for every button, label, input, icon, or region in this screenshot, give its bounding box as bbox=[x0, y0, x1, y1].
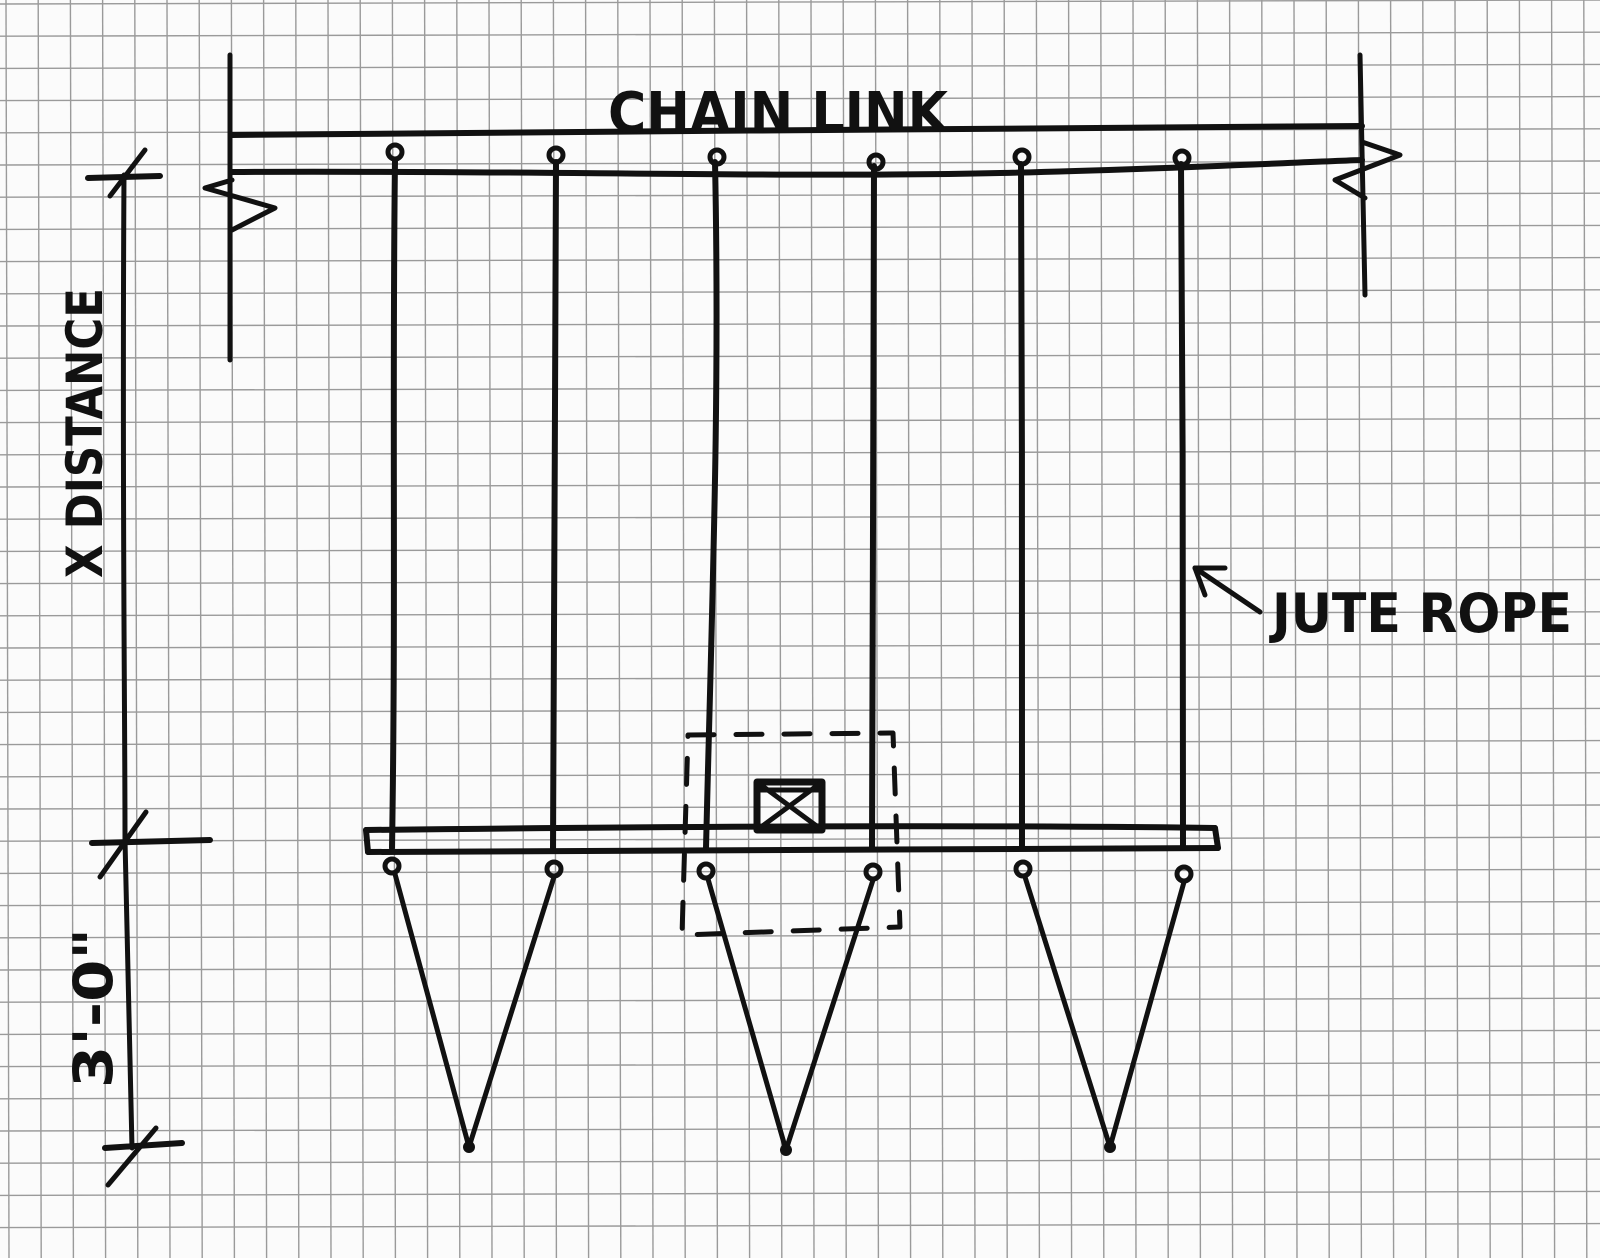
grid-line-horizontal bbox=[0, 321, 1600, 327]
grid-line-vertical bbox=[456, 0, 461, 1258]
grid-line-horizontal bbox=[0, 0, 1600, 5]
x-distance-label: X DISTANCE bbox=[56, 288, 114, 578]
grid-line-vertical bbox=[1067, 0, 1073, 1258]
grid-line-vertical bbox=[745, 0, 751, 1258]
grid-line-horizontal bbox=[0, 1158, 1600, 1164]
grid-line-horizontal bbox=[0, 1029, 1600, 1036]
grid-line-vertical bbox=[778, 0, 783, 1258]
grid-line-horizontal bbox=[0, 643, 1600, 649]
grid-line-vertical bbox=[37, 0, 42, 1258]
grid-line-vertical bbox=[1100, 0, 1105, 1258]
chain-link-bar bbox=[202, 52, 1403, 363]
grid-line-horizontal bbox=[0, 1190, 1600, 1197]
grid-line-horizontal bbox=[0, 900, 1600, 907]
grid-line-horizontal bbox=[0, 707, 1600, 714]
grid-line-horizontal bbox=[0, 772, 1600, 778]
grid-line-vertical bbox=[584, 0, 590, 1258]
grid-line-horizontal bbox=[0, 450, 1600, 456]
grid-line-horizontal bbox=[0, 804, 1600, 810]
grid-line-horizontal bbox=[0, 675, 1600, 681]
chain-link-label: CHAIN LINK bbox=[608, 81, 950, 146]
grid-line-vertical bbox=[1003, 0, 1008, 1258]
lower-bar bbox=[363, 823, 1221, 855]
grid-line-horizontal bbox=[0, 63, 1600, 70]
grid-line-vertical bbox=[1422, 0, 1427, 1258]
grid-line-vertical bbox=[906, 0, 912, 1258]
grid-line-horizontal bbox=[0, 514, 1600, 520]
grid-line-vertical bbox=[1196, 0, 1202, 1258]
grid-line-vertical bbox=[295, 0, 300, 1258]
grid-line-vertical bbox=[649, 0, 654, 1258]
rope-callout-arrow bbox=[1192, 565, 1263, 615]
grid-line-horizontal bbox=[0, 1222, 1600, 1229]
grid-line-horizontal bbox=[0, 417, 1600, 424]
hanging-ropes bbox=[385, 142, 1192, 851]
grid-line-vertical bbox=[617, 0, 622, 1258]
grid-line-horizontal bbox=[0, 256, 1600, 263]
grid-line-vertical bbox=[1357, 0, 1363, 1258]
grid-line-horizontal bbox=[0, 224, 1600, 231]
dashed-outline bbox=[679, 730, 903, 938]
grid-line-vertical bbox=[1164, 0, 1169, 1258]
grid-line-vertical bbox=[5, 0, 10, 1258]
grid-line-vertical bbox=[101, 0, 107, 1258]
stake-point bbox=[780, 1144, 792, 1156]
grid-line-vertical bbox=[1228, 0, 1234, 1258]
grid-line-vertical bbox=[842, 0, 847, 1258]
jute-rope-label: JUTE ROPE bbox=[1268, 582, 1572, 645]
grid-line-vertical bbox=[971, 0, 976, 1258]
v-ropes bbox=[382, 856, 1194, 1156]
grid-line-vertical bbox=[1583, 0, 1588, 1258]
grid-line-vertical bbox=[488, 0, 493, 1258]
grid-line-vertical bbox=[681, 0, 686, 1258]
grid-line-vertical bbox=[1389, 0, 1395, 1258]
grid-line-vertical bbox=[166, 0, 171, 1258]
grid-line-horizontal bbox=[0, 95, 1600, 102]
grid-line-horizontal bbox=[0, 385, 1600, 392]
grid-line-vertical bbox=[198, 0, 203, 1258]
grid-line-horizontal bbox=[0, 739, 1600, 746]
grid-line-horizontal bbox=[0, 868, 1600, 875]
grid-line-horizontal bbox=[0, 836, 1600, 842]
grid-line-vertical bbox=[810, 0, 815, 1258]
grid-line-vertical bbox=[423, 0, 429, 1258]
grid-line-horizontal bbox=[0, 482, 1600, 488]
grid-line-horizontal bbox=[0, 611, 1600, 617]
grid-line-horizontal bbox=[0, 192, 1600, 198]
grid-line-horizontal bbox=[0, 289, 1600, 295]
grid-line-horizontal bbox=[0, 353, 1600, 359]
grid-line-vertical bbox=[1486, 0, 1491, 1258]
grid-line-vertical bbox=[1518, 0, 1524, 1258]
grid-line-vertical bbox=[1550, 0, 1556, 1258]
grid-line-horizontal bbox=[0, 1094, 1600, 1100]
grid-line-horizontal bbox=[0, 1061, 1600, 1068]
stake-point bbox=[463, 1141, 475, 1153]
three-foot-dimension-label: 3'-0" bbox=[62, 928, 125, 1088]
grid-line-horizontal bbox=[0, 933, 1600, 939]
weight-box bbox=[753, 778, 826, 834]
grid-line-vertical bbox=[262, 0, 268, 1258]
grid-line-vertical bbox=[939, 0, 944, 1258]
grid-line-vertical bbox=[69, 0, 75, 1258]
stake-point bbox=[1104, 1141, 1116, 1153]
grid-line-vertical bbox=[327, 0, 332, 1258]
grid-line-vertical bbox=[520, 0, 525, 1258]
grid-line-horizontal bbox=[0, 965, 1600, 971]
grid-line-vertical bbox=[1035, 0, 1041, 1258]
grid-line-vertical bbox=[359, 0, 364, 1258]
grid-line-vertical bbox=[134, 0, 139, 1258]
grid-line-horizontal bbox=[0, 31, 1600, 37]
grid-line-vertical bbox=[1293, 0, 1298, 1258]
grid-line-horizontal bbox=[0, 1126, 1600, 1132]
grid-line-vertical bbox=[1261, 0, 1266, 1258]
grid-line-horizontal bbox=[0, 997, 1600, 1003]
grid-line-horizontal bbox=[0, 578, 1600, 585]
grid-line-vertical bbox=[1454, 0, 1459, 1258]
dimension-line bbox=[85, 147, 213, 1188]
grid-line-vertical bbox=[1325, 0, 1330, 1258]
grid-line-horizontal bbox=[0, 546, 1600, 553]
